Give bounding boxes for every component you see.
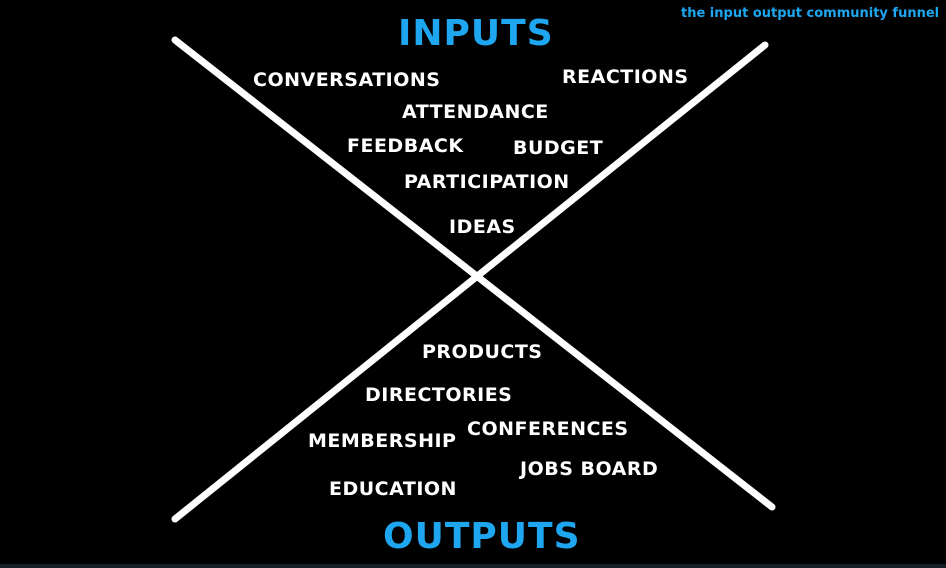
input-item-attendance: ATTENDANCE [402, 101, 549, 123]
output-item-membership: MEMBERSHIP [308, 430, 457, 452]
output-item-directories: DIRECTORIES [365, 384, 513, 406]
output-item-education: EDUCATION [329, 478, 457, 500]
diagonal-line-up [171, 41, 769, 523]
input-item-participation: PARTICIPATION [404, 171, 570, 193]
inputs-heading: INPUTS [398, 13, 554, 54]
input-item-budget: BUDGET [513, 137, 604, 159]
bottom-rule [0, 564, 946, 568]
input-item-ideas: IDEAS [449, 216, 516, 238]
tagline: the input output community funnel [681, 6, 940, 21]
input-item-reactions: REACTIONS [562, 66, 689, 88]
diagonal-line-down [171, 36, 776, 511]
output-item-products: PRODUCTS [422, 341, 543, 363]
output-item-conferences: CONFERENCES [467, 418, 629, 440]
outputs-heading: OUTPUTS [383, 516, 581, 557]
output-item-jobs-board: JOBS BOARD [520, 458, 659, 480]
input-item-conversations: CONVERSATIONS [253, 69, 441, 91]
input-item-feedback: FEEDBACK [347, 135, 464, 157]
